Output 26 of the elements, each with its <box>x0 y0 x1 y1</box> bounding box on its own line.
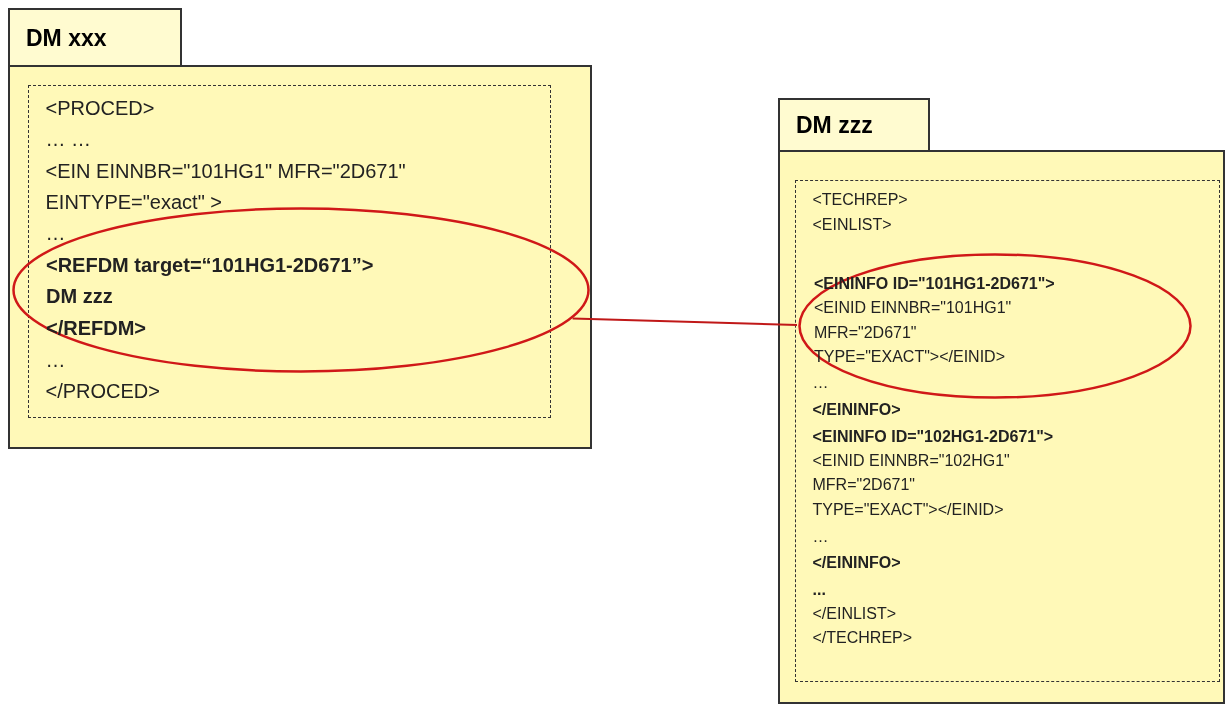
code-line: </PROCED> <box>45 378 160 404</box>
code-line: </EININFO> <box>812 552 901 573</box>
dashed-frame <box>28 85 551 418</box>
package-title: DM zzz <box>796 111 873 141</box>
code-line: … <box>812 372 829 393</box>
highlight-ellipse <box>12 207 590 373</box>
package-title: DM xxx <box>26 23 107 53</box>
code-line: <EININFO ID="102HG1-2D671"> <box>812 426 1054 447</box>
code-line: … <box>812 526 829 547</box>
code-line: … <box>45 347 66 373</box>
code-line: </REFDM> <box>46 316 147 341</box>
code-line: </TECHREP> <box>812 627 913 648</box>
code-line: ... <box>812 579 826 600</box>
code-line: </EININFO> <box>812 399 901 420</box>
connector-line <box>571 317 798 326</box>
code-line: DM zzz <box>46 284 113 309</box>
code-line: … … <box>45 126 92 152</box>
code-line: <TECHREP> <box>812 189 908 210</box>
code-line: <PROCED> <box>45 95 155 121</box>
code-line: <REFDM target=“101HG1-2D671”> <box>46 253 374 278</box>
code-line: <EINLIST> <box>812 214 892 235</box>
code-line: … <box>45 220 66 246</box>
code-line: <EINID EINNBR="102HG1" MFR="2D671" TYPE="EXACT"></EINID> <box>812 450 1011 520</box>
code-line: </EINLIST> <box>812 603 897 624</box>
highlight-ellipse <box>798 253 1192 399</box>
code-line: <EIN EINNBR="101HG1" MFR="2D671" EINTYPE="exact" > <box>45 158 407 215</box>
